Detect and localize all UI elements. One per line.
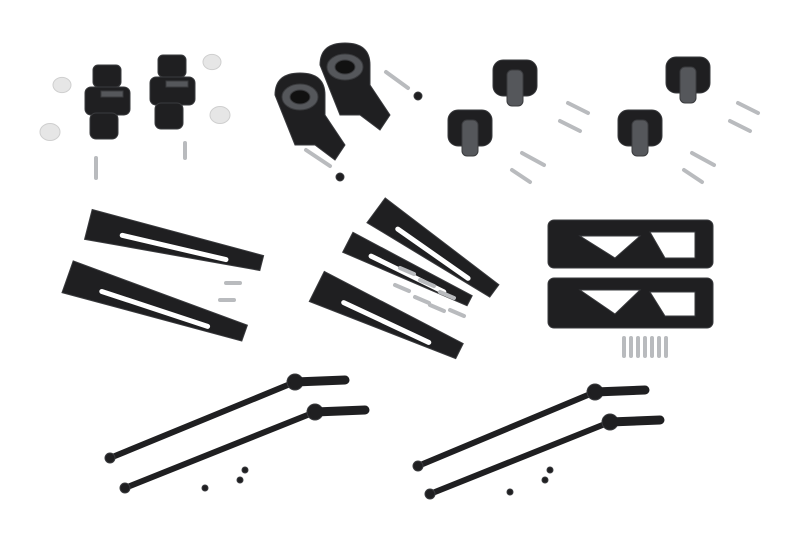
steering-block	[84, 64, 131, 140]
front-upper-arm	[83, 208, 265, 272]
nut	[335, 172, 345, 182]
arm-cutout	[341, 300, 432, 345]
hub-block	[665, 56, 711, 104]
hinge-pin	[690, 151, 716, 167]
hinge-pin	[398, 266, 416, 276]
hub-carrier	[274, 72, 346, 161]
hinge-pin	[304, 148, 332, 168]
hinge-pin	[736, 101, 760, 115]
stub-axle	[590, 385, 650, 397]
hinge-pin	[520, 151, 546, 167]
hinge-pin	[393, 283, 411, 293]
front-lower-arm	[61, 260, 249, 342]
dust-cap	[39, 123, 61, 141]
steering-block-bottom	[89, 112, 119, 140]
hub-block	[447, 109, 493, 157]
shaft-end	[104, 452, 116, 464]
shaft-end	[412, 460, 424, 472]
steering-block-top	[157, 54, 187, 78]
set-screw	[201, 484, 209, 492]
hinge-pin	[384, 70, 410, 90]
arm-cutout	[649, 231, 696, 259]
drive-shaft	[415, 389, 598, 469]
drive-shaft	[427, 419, 613, 497]
hinge-pin	[413, 295, 431, 305]
set-screw	[541, 476, 549, 484]
arm-cutout	[395, 226, 471, 281]
hinge-pin	[566, 101, 590, 115]
dust-cap	[209, 106, 231, 124]
drive-shaft	[107, 379, 298, 461]
set-screw	[236, 476, 244, 484]
stub-axle	[605, 415, 665, 427]
hub-block-axle	[461, 119, 479, 157]
hub-carrier	[319, 42, 391, 131]
hub-block-axle	[631, 119, 649, 157]
steering-block-arm	[100, 90, 124, 98]
hinge-pin	[728, 119, 752, 133]
hinge-pin	[558, 119, 582, 133]
hub-block-axle	[679, 66, 697, 104]
hinge-pin	[448, 308, 466, 318]
hub-block	[492, 59, 538, 107]
bearing-hole	[289, 89, 311, 105]
hinge-pin	[682, 168, 704, 184]
hinge-pin	[418, 278, 436, 288]
upper-arm	[366, 197, 500, 298]
hinge-pin	[510, 168, 532, 184]
bearing-hole	[334, 59, 356, 75]
stub-axle	[310, 405, 370, 417]
set-screw	[241, 466, 249, 474]
shaft-end	[119, 482, 131, 494]
arm-cutout	[119, 232, 229, 263]
arm-cutout	[649, 291, 696, 317]
shaft-end	[424, 488, 436, 500]
dust-cap	[202, 53, 222, 71]
steering-block-bottom	[154, 102, 184, 130]
arm-cutout	[578, 235, 642, 259]
hinge-pin	[428, 303, 446, 313]
hub-block-axle	[506, 69, 524, 107]
steering-block-top	[92, 64, 122, 88]
set-screw	[506, 488, 514, 496]
drive-shaft	[122, 409, 318, 491]
steering-block-arm	[165, 80, 189, 88]
hinge-pin	[438, 290, 456, 300]
arm-cutout	[578, 289, 642, 315]
lower-arm	[308, 270, 464, 360]
hub-block	[617, 109, 663, 157]
steering-block	[149, 54, 196, 130]
nut	[413, 91, 423, 101]
arm-cutout	[99, 288, 211, 329]
set-screw	[546, 466, 554, 474]
stub-axle	[290, 375, 350, 387]
dust-cap	[52, 76, 72, 94]
